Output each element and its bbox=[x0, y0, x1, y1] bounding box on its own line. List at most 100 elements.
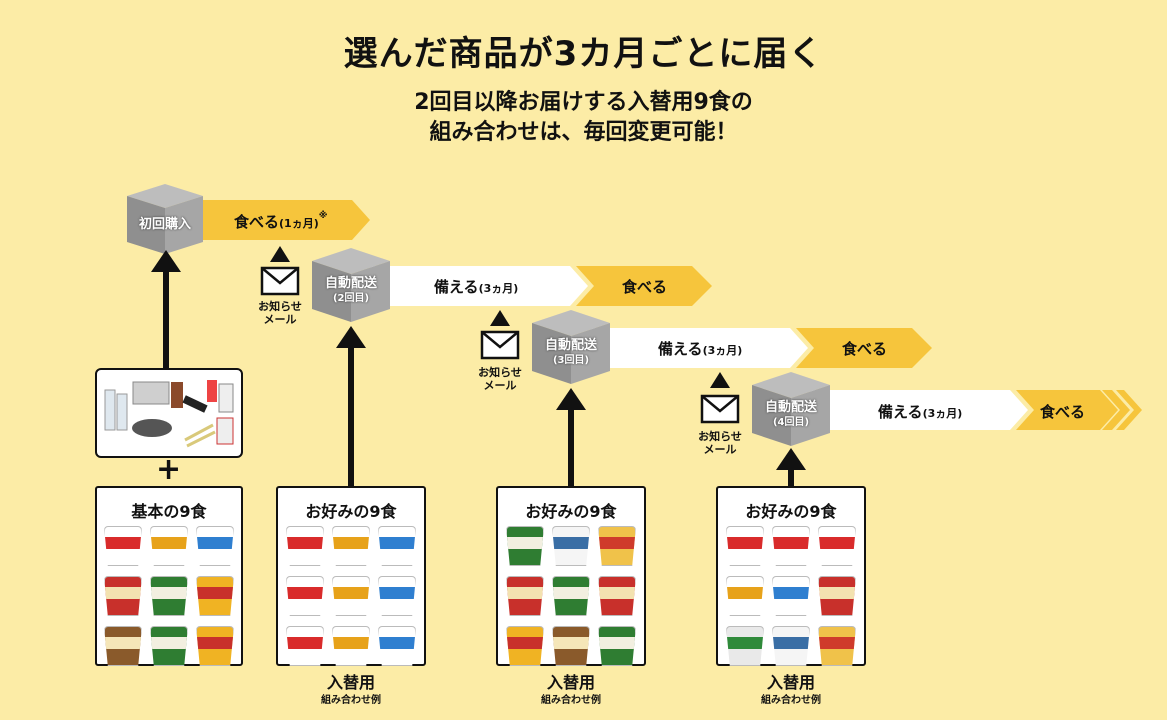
preferred-meal-panel-2: お好みの9食 bbox=[276, 486, 426, 666]
page-title: 選んだ商品が3カ月ごとに届く bbox=[343, 34, 824, 74]
cup-label-band bbox=[507, 637, 543, 649]
cup-noodle-original-image bbox=[104, 526, 142, 566]
cup-noodle-original-image bbox=[286, 526, 324, 566]
cup-label-band bbox=[773, 587, 809, 599]
cup-noodle-seafood-image bbox=[196, 526, 234, 566]
arrow-shaft-2 bbox=[348, 340, 354, 486]
cup-label-band bbox=[507, 537, 543, 549]
cup-noodle-red-image bbox=[104, 576, 142, 616]
mail-label-3: お知らせメール bbox=[470, 366, 530, 392]
cup-noodle-curry-image bbox=[332, 576, 370, 616]
cup-label-band bbox=[599, 537, 635, 549]
cup-label-band bbox=[105, 587, 141, 599]
cup-noodle-curry-image bbox=[150, 526, 188, 566]
cup-label-band bbox=[553, 537, 589, 549]
cup-noodle-brown-image bbox=[104, 626, 142, 666]
cup-grid-4 bbox=[718, 526, 864, 666]
cup-label-band bbox=[599, 637, 635, 649]
mail-text-1: お知らせ bbox=[698, 430, 742, 443]
cup-noodle-tomato-image bbox=[726, 626, 764, 666]
auto-delivery-text: 自動配送 bbox=[764, 400, 817, 415]
cup-noodle-green-image bbox=[506, 526, 544, 566]
caption-4: 入替用組み合わせ例 bbox=[716, 674, 866, 710]
cup-label-band bbox=[333, 537, 369, 549]
cup-label-band bbox=[197, 587, 233, 599]
prepare-text: 備える bbox=[878, 403, 923, 421]
cup-noodle-green-image bbox=[150, 626, 188, 666]
prepare-label-3: 備える(3ヵ月) bbox=[658, 338, 742, 359]
cup-noodle-orange-image bbox=[196, 576, 234, 616]
mail-text-1: お知らせ bbox=[258, 300, 302, 313]
cup-noodle-red-image bbox=[506, 576, 544, 616]
mail-label-2: お知らせメール bbox=[250, 300, 310, 326]
cup-label-band bbox=[819, 637, 855, 649]
emergency-kit-image bbox=[95, 368, 243, 458]
mail-text-2: メール bbox=[483, 379, 517, 392]
cup-noodle-sio-image bbox=[772, 626, 810, 666]
cup-label-band bbox=[553, 587, 589, 599]
basic-meal-panel: 基本の9食 bbox=[95, 486, 243, 666]
cup-label-band bbox=[819, 537, 855, 549]
eat-note: ※ bbox=[318, 211, 328, 221]
mail-label-4: お知らせメール bbox=[690, 430, 750, 456]
caption-text: 入替用 bbox=[546, 673, 595, 692]
arrow-head-2 bbox=[336, 326, 366, 348]
panel-title-2: お好みの9食 bbox=[305, 502, 397, 521]
cup-grid-2 bbox=[278, 526, 424, 666]
cup-label-band bbox=[287, 537, 323, 549]
basic-panel-title: 基本の9食 bbox=[131, 502, 207, 521]
cup-grid-basic bbox=[97, 526, 241, 666]
prepare-label-4: 備える(3ヵ月) bbox=[878, 401, 962, 422]
preferred-meal-panel-3: お好みの9食 bbox=[496, 486, 646, 666]
prepare-band-2 bbox=[370, 266, 712, 306]
caption-2: 入替用組み合わせ例 bbox=[276, 674, 426, 710]
eat-band-first bbox=[200, 200, 370, 240]
cup-label-band bbox=[379, 587, 415, 599]
mail-arrow-4 bbox=[710, 372, 730, 388]
prepare-period: (3ヵ月) bbox=[478, 282, 519, 295]
prepare-label-2: 備える(3ヵ月) bbox=[434, 276, 518, 297]
cup-grid-3 bbox=[498, 526, 644, 666]
eat-label-3: 食べる bbox=[842, 340, 888, 358]
cup-label-band bbox=[197, 637, 233, 649]
auto-delivery-label-2: 自動配送(2回目) bbox=[310, 276, 392, 306]
cup-label-band bbox=[151, 537, 187, 549]
auto-delivery-text: 自動配送 bbox=[324, 276, 377, 291]
cup-noodle-original-image bbox=[772, 526, 810, 566]
cup-noodle-orange-image bbox=[196, 626, 234, 666]
cup-noodle-green-image bbox=[598, 626, 636, 666]
cup-noodle-cheese-image bbox=[598, 526, 636, 566]
cup-label-band bbox=[151, 587, 187, 599]
subtitle-line2: 組み合わせは、毎回変更可能！ bbox=[429, 120, 738, 145]
caption-text: 入替用 bbox=[326, 673, 375, 692]
auto-delivery-label-3: 自動配送(3回目) bbox=[530, 338, 612, 368]
cup-noodle-seafood-image bbox=[378, 626, 416, 666]
mail-arrow-2 bbox=[270, 246, 290, 262]
mail-text-1: お知らせ bbox=[478, 366, 522, 379]
cup-label-band bbox=[727, 637, 763, 649]
cup-label-band bbox=[379, 637, 415, 649]
cup-noodle-orange-image bbox=[506, 626, 544, 666]
prepare-period: (3ヵ月) bbox=[922, 407, 963, 420]
eat-period: (1ヵ月) bbox=[279, 217, 319, 230]
cup-label-band bbox=[333, 587, 369, 599]
mail-text-2: メール bbox=[263, 313, 297, 326]
cup-noodle-seafood-image bbox=[772, 576, 810, 616]
cup-label-band bbox=[553, 637, 589, 649]
cup-label-band bbox=[287, 587, 323, 599]
subtitle-line1: 2回目以降お届けする入替用9食の bbox=[414, 90, 753, 115]
cup-noodle-seafood-image bbox=[378, 576, 416, 616]
cup-noodle-brown-image bbox=[552, 626, 590, 666]
caption-sub: 組み合わせ例 bbox=[541, 695, 601, 706]
auto-delivery-sub: (4回目) bbox=[772, 417, 810, 428]
panel-title-4: お好みの9食 bbox=[745, 502, 837, 521]
auto-delivery-box-3-icon bbox=[532, 310, 610, 384]
arrow-shaft-4 bbox=[788, 462, 794, 486]
cup-label-band bbox=[151, 637, 187, 649]
cup-noodle-original-image bbox=[726, 526, 764, 566]
cup-noodle-green-image bbox=[552, 576, 590, 616]
cup-label-band bbox=[379, 537, 415, 549]
caption-sub: 組み合わせ例 bbox=[321, 695, 381, 706]
arrow-head-3 bbox=[556, 388, 586, 410]
cup-noodle-sio-image bbox=[552, 526, 590, 566]
